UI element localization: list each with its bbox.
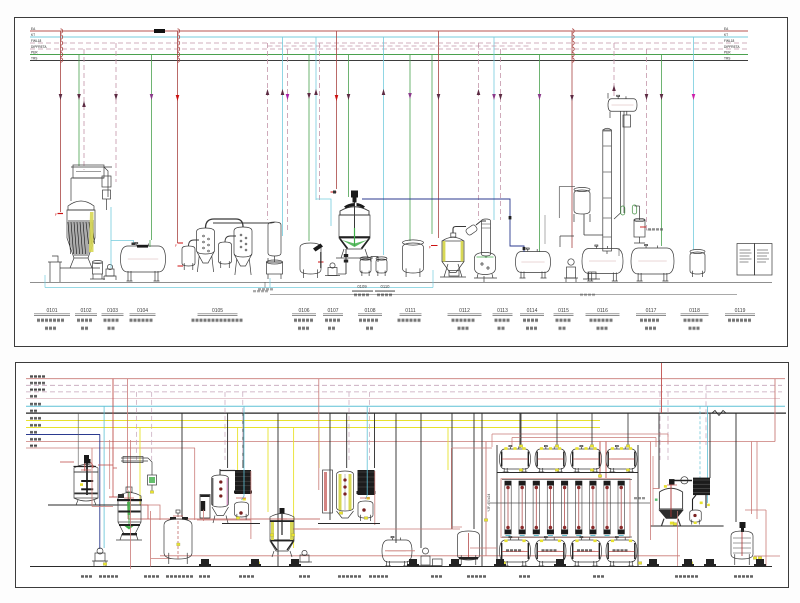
svg-text:0109: 0109 [357, 284, 367, 289]
svg-text:TRS: TRS [31, 56, 37, 60]
svg-text:0116: 0116 [597, 308, 608, 314]
svg-text:0108: 0108 [364, 308, 375, 314]
svg-text:0111: 0111 [405, 308, 416, 314]
svg-text:PER: PER [31, 50, 38, 54]
svg-text:YJF-450x24: YJF-450x24 [487, 494, 491, 512]
svg-text:0117: 0117 [646, 308, 657, 314]
svg-text:F: F [175, 244, 177, 248]
svg-text:0115: 0115 [558, 308, 569, 314]
svg-text:FWL18: FWL18 [31, 39, 42, 43]
svg-text:DIPFRETA: DIPFRETA [724, 45, 740, 49]
svg-text:0119: 0119 [735, 308, 746, 314]
svg-text:0104: 0104 [137, 308, 148, 314]
svg-text:EA: EA [724, 27, 729, 31]
svg-text:KT: KT [724, 33, 728, 37]
svg-text:0102: 0102 [80, 308, 91, 314]
svg-text:F: F [429, 246, 431, 250]
svg-text:F: F [55, 213, 57, 217]
svg-text:0103: 0103 [107, 308, 118, 314]
svg-text:0106: 0106 [298, 308, 309, 314]
svg-text:KT: KT [31, 33, 35, 37]
svg-text:DIPFRETA: DIPFRETA [31, 45, 47, 49]
svg-text:0112: 0112 [459, 308, 470, 314]
svg-text:FWL18: FWL18 [724, 39, 735, 43]
svg-text:TRS: TRS [724, 56, 730, 60]
svg-text:0118: 0118 [689, 308, 700, 314]
svg-text:0110: 0110 [380, 284, 390, 289]
svg-text:0113: 0113 [497, 308, 508, 314]
svg-text:PER: PER [724, 50, 731, 54]
svg-text:0101: 0101 [46, 308, 57, 314]
svg-text:0107: 0107 [327, 308, 338, 314]
svg-text:0114: 0114 [527, 308, 538, 314]
svg-text:0105: 0105 [212, 308, 223, 314]
svg-text:EA: EA [31, 27, 36, 31]
